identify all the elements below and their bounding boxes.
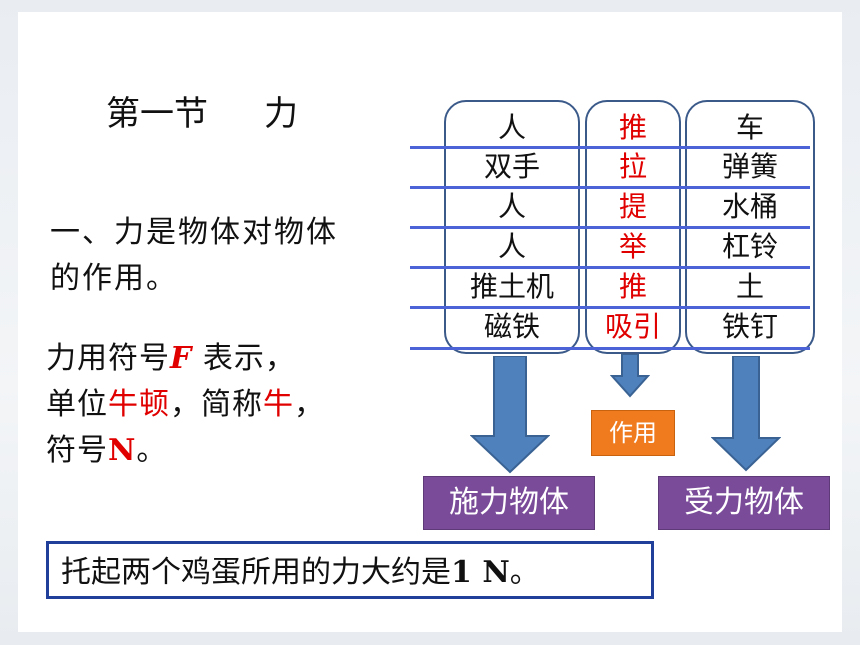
agent-cell: 推土机	[469, 270, 554, 303]
topic-label: 力	[264, 94, 298, 134]
unit-short: 牛	[263, 387, 294, 422]
text-segment: 符号	[46, 433, 108, 468]
agent-arrow-icon	[470, 356, 550, 474]
action-cell: 吸引	[604, 310, 661, 343]
row-divider	[410, 146, 810, 149]
text-segment: 单位	[46, 387, 108, 422]
example-note: 托起两个鸡蛋所用的力大约是1 N。	[46, 541, 654, 599]
receiver-cell: 车	[735, 111, 764, 144]
action-cell: 推	[618, 270, 647, 303]
agent-cell: 磁铁	[483, 310, 540, 343]
action-cell: 拉	[618, 150, 647, 183]
text-segment: ，简称	[170, 387, 263, 422]
agent-cell: 人	[497, 230, 526, 263]
interaction-label: 作用	[591, 410, 675, 456]
unit-symbol: N	[108, 433, 137, 468]
text-segment: ，	[294, 387, 325, 422]
symbol-line-2: 单位牛顿，简称牛，	[46, 382, 325, 428]
force-symbol: F	[170, 341, 193, 376]
row-divider	[410, 266, 810, 269]
note-end: 。	[509, 555, 540, 590]
text-segment: 力用符号	[46, 341, 170, 376]
symbol-line-1: 力用符号F 表示，	[46, 336, 325, 382]
definition-line-1: 一、力是物体对物体	[50, 215, 338, 250]
row-divider	[410, 226, 810, 229]
receiver-cell: 铁钉	[721, 310, 778, 343]
page-title: 第一节 力	[106, 86, 298, 135]
text-segment: 表示，	[192, 341, 296, 376]
receiver-cell: 弹簧	[721, 150, 778, 183]
agent-cell: 人	[497, 111, 526, 144]
action-cell: 提	[618, 190, 647, 223]
definition-line-2: 的作用。	[50, 261, 178, 296]
force-definition: 一、力是物体对物体 的作用。	[50, 210, 338, 302]
receiver-cell: 杠铃	[721, 230, 778, 263]
action-cell: 推	[618, 111, 647, 144]
agent-cell: 人	[497, 190, 526, 223]
agent-cell: 双手	[483, 150, 540, 183]
interaction-arrow-icon	[610, 354, 650, 398]
row-divider	[410, 347, 810, 350]
section-label: 第一节	[106, 94, 208, 134]
note-value: 1 N	[451, 555, 510, 590]
note-text: 托起两个鸡蛋所用的力大约是	[61, 555, 451, 590]
receiver-cell: 水桶	[721, 190, 778, 223]
receiver-object-label: 受力物体	[658, 476, 830, 530]
agent-object-label: 施力物体	[423, 476, 595, 530]
receiver-cell: 土	[735, 270, 764, 303]
action-cell: 举	[618, 230, 647, 263]
row-divider	[410, 186, 810, 189]
symbol-line-3: 符号N。	[46, 428, 325, 474]
unit-name: 牛顿	[108, 387, 170, 422]
text-segment: 。	[136, 433, 168, 468]
symbol-unit-text: 力用符号F 表示， 单位牛顿，简称牛， 符号N。	[46, 336, 325, 474]
row-divider	[410, 306, 810, 309]
receiver-arrow-icon	[711, 356, 781, 472]
